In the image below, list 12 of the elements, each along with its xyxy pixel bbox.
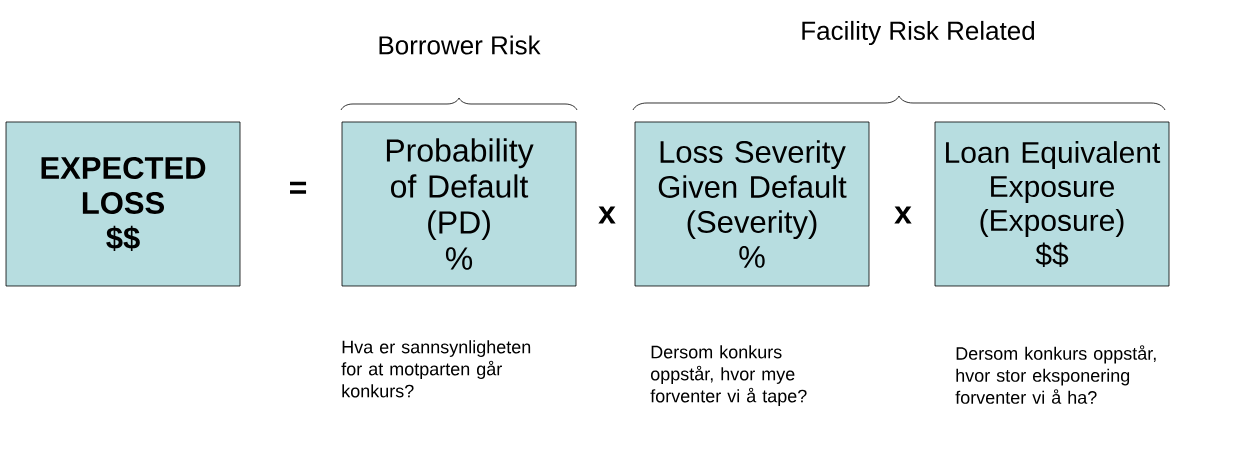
operator-sign: x xyxy=(598,206,616,224)
operator-sign: = xyxy=(290,181,307,194)
note-text: Dersom konkurs oppstår, hvor stor eksponering forventer vi å ha? xyxy=(955,345,1156,404)
text-box: Loan Equivalent Exposure (Exposure) $$ xyxy=(934,121,1170,287)
text-box: EXPECTED LOSS $$ xyxy=(5,121,241,287)
operator-sign: x xyxy=(894,206,912,224)
note-text: Hva er sannsynligheten for at motparten går konkurs? xyxy=(341,340,531,398)
brace-label: Facility Risk Related xyxy=(802,20,1035,46)
note-text: Dersom konkurs oppstår, hvor mye forventer vi å tape? xyxy=(650,345,807,406)
text-box: Loss Severity Given Default (Severity) % xyxy=(634,121,870,287)
text-box: Probability of Default (PD) % xyxy=(341,121,577,287)
brace-label: Borrower Risk xyxy=(379,35,541,55)
